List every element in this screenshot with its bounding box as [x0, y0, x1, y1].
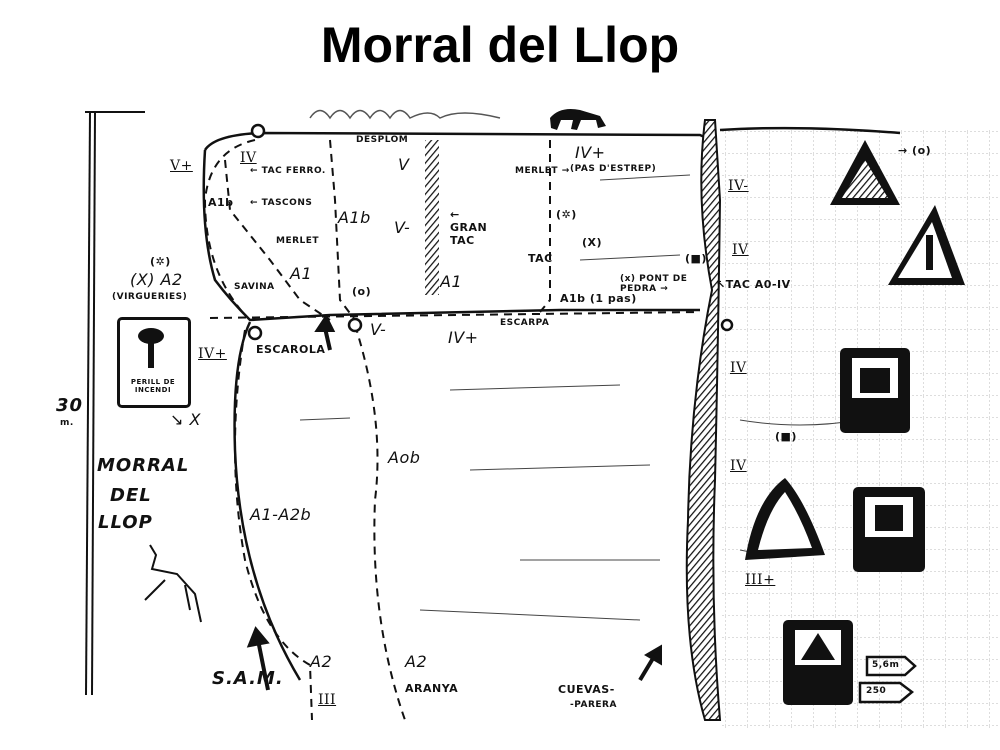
grade-label: IV+: [575, 143, 606, 162]
sign-camera-icon: [853, 487, 925, 572]
route-note: SAVINA: [234, 282, 275, 292]
scale-unit: m.: [60, 418, 74, 428]
vegetation-icon: [309, 109, 501, 120]
route-note: ↖TAC A0-IV: [716, 278, 791, 291]
route-note: (✲): [556, 208, 577, 221]
route-note: (X): [582, 236, 603, 249]
route-name: (VIRGUERIES): [112, 292, 188, 302]
route-note: ← GRAN TAC: [450, 208, 488, 247]
grade-label: A1b (1 pas): [560, 292, 637, 305]
route-note: MERLET: [276, 236, 320, 246]
route-name: -PARERA: [570, 700, 617, 710]
route-lines: [203, 139, 701, 721]
grade-label: V-: [394, 218, 411, 237]
gully-crack: [685, 119, 722, 721]
route-name: CUEVAS-: [558, 683, 615, 696]
grade-label: IV-: [728, 178, 749, 194]
distance-sign-text: 250: [866, 686, 887, 696]
tree-trunk: [148, 342, 154, 368]
distance-signs: [858, 655, 917, 704]
grade-label: A1b: [338, 208, 371, 227]
route-name: ARANYA: [405, 682, 459, 695]
grade-label: A1: [440, 272, 463, 291]
scale-value: 30: [56, 395, 84, 416]
warning-sign-climber-icon: [745, 478, 825, 560]
tree-icon: [138, 328, 164, 344]
grade-label: IV: [730, 360, 747, 376]
route-name: ESCAROLA: [256, 343, 326, 356]
route-note: ↘ X: [170, 410, 201, 429]
route-name: ESCARPA: [500, 318, 550, 328]
grade-label: A2: [310, 652, 333, 671]
crag-name-line-2: DEL: [110, 485, 152, 506]
dihedral-hatch: [425, 140, 439, 295]
sign-text: PERILL DE INCENDI: [130, 378, 176, 394]
route-note: (■): [775, 430, 797, 443]
grade-label: III: [318, 692, 337, 708]
grade-label: A1: [290, 264, 313, 283]
route-note: DESPLOM: [356, 135, 409, 145]
grade-label: A1b: [208, 196, 234, 209]
distance-sign-text: 5,6m: [872, 660, 900, 670]
wolf-icon: [550, 109, 606, 130]
grade-label: III+: [745, 572, 776, 588]
grade-label: Aob: [388, 448, 421, 467]
deer-icon: [144, 544, 202, 623]
grade-label: A2: [405, 652, 428, 671]
sign-refuge-icon: [783, 620, 853, 705]
route-note: (■): [685, 252, 707, 265]
crag-name-line-3: LLOP: [98, 512, 153, 533]
scale-bar: [85, 111, 145, 696]
grade-label: IV: [240, 150, 257, 166]
route-note: MERLET →: [515, 166, 570, 176]
grade-label: V+: [170, 158, 193, 174]
grade-label: IV: [732, 242, 749, 258]
fire-danger-sign: PERILL DE INCENDI: [117, 317, 191, 408]
grade-label: A1-A2b: [250, 505, 312, 524]
route-note: ← TASCONS: [250, 198, 313, 208]
route-note: (✲): [150, 255, 171, 268]
grade-label: (X) A2: [130, 270, 183, 289]
route-note: → (o): [898, 144, 932, 157]
grade-label: IV+: [448, 328, 479, 347]
grade-label: V: [398, 155, 410, 174]
route-note: TAC: [528, 252, 553, 265]
grade-label: IV: [730, 458, 747, 474]
approach-arrows: [246, 314, 662, 691]
crag-name-line-1: MORRAL: [97, 455, 190, 476]
belay-bolts: [247, 123, 734, 341]
grade-label: IV+: [198, 346, 227, 362]
sign-shelter-icon: [840, 348, 910, 433]
page-title: Morral del Llop: [320, 17, 680, 73]
sam-label: S.A.M.: [212, 668, 284, 689]
grade-label: V-: [370, 320, 387, 339]
route-note: (PAS D'ESTREP): [570, 164, 657, 174]
warning-sign-falling-rocks-icon: [830, 140, 900, 205]
warning-sign-exclamation-icon: [888, 205, 965, 285]
route-note: (x) PONT DE PEDRA →: [620, 274, 688, 294]
route-note: (o): [352, 285, 372, 298]
route-note: ← TAC FERRO.: [250, 166, 326, 176]
